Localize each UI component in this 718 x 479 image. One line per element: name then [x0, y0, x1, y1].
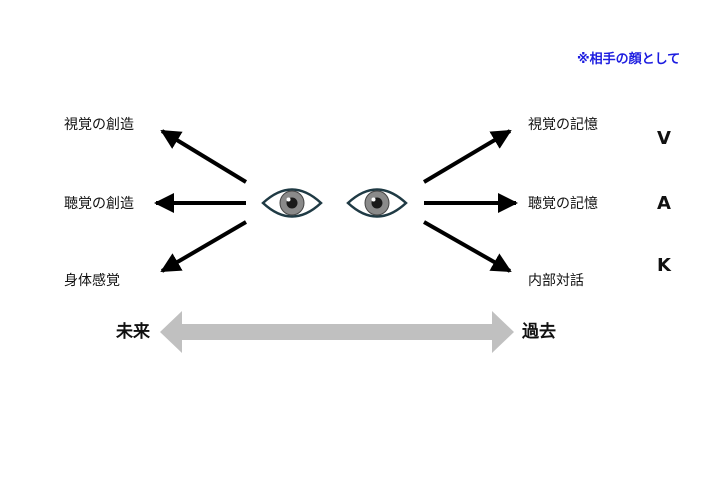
- vak-a: A: [657, 193, 671, 214]
- label-visual-create: 視覚の創造: [64, 117, 134, 133]
- vak-k: K: [657, 255, 671, 276]
- label-visual-memory: 視覚の記憶: [528, 117, 598, 133]
- arrow-visual-memory: [422, 129, 512, 184]
- label-auditory-create: 聴覚の創造: [64, 196, 134, 212]
- left-eye-icon: [261, 188, 323, 218]
- perspective-note: ※相手の顔として: [577, 52, 681, 67]
- vak-v: V: [657, 128, 671, 149]
- label-internal-dialogue: 内部対話: [528, 273, 584, 289]
- label-kinesthetic: 身体感覚: [64, 273, 120, 289]
- arrow-kinesthetic: [160, 220, 248, 273]
- label-auditory-memory: 聴覚の記憶: [528, 196, 598, 212]
- label-future: 未来: [116, 322, 150, 342]
- timeline-double-arrow: [160, 311, 514, 353]
- label-past: 過去: [522, 322, 556, 342]
- arrow-internal-dialogue: [423, 220, 512, 273]
- right-eye-icon: [346, 188, 408, 218]
- arrow-visual-create: [160, 129, 248, 184]
